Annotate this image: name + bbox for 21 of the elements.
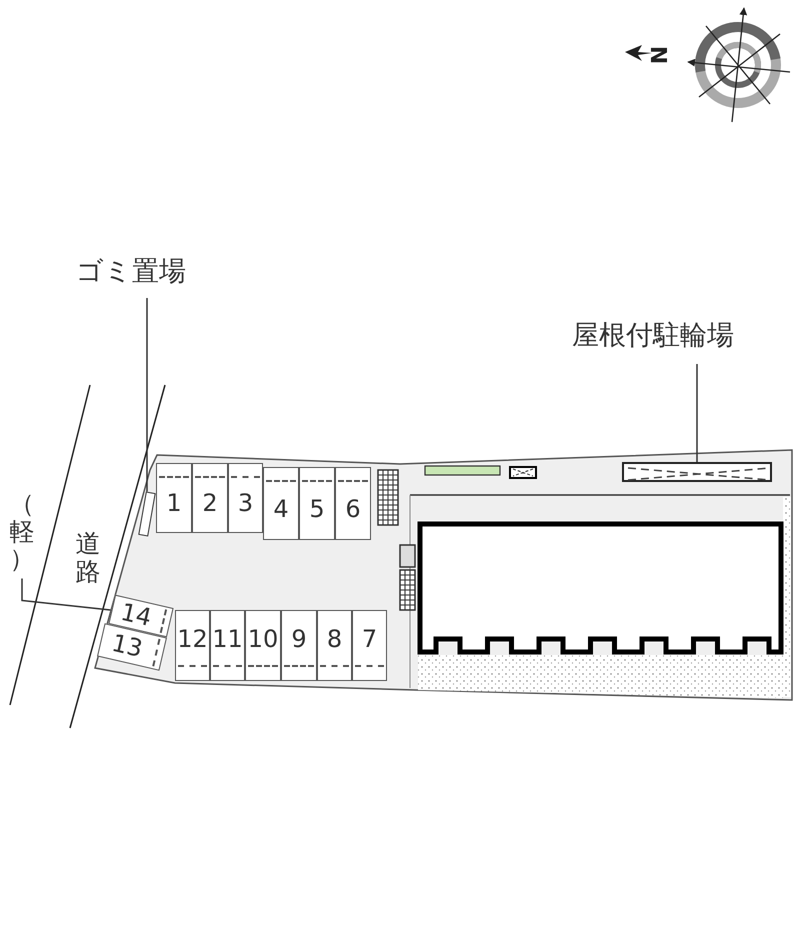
parking-space: 3 [228,463,263,533]
parking-space: 6 [335,467,371,540]
parking-space: 2 [192,463,228,533]
leader-line [696,364,698,462]
parking-space: 9 [281,610,317,681]
parking-space: 7 [352,610,387,681]
callout-label: ゴミ置場 [76,258,216,290]
parking-space: 8 [317,610,352,681]
parking-space: 10 [245,610,281,681]
parking-space: 12 [175,610,210,681]
callout-label: 屋根付駐輪場 [572,322,782,356]
leader-line [21,578,110,611]
parking-space: 11 [210,610,245,681]
road-label: 道路 [74,530,102,585]
callout-label: （軽） [8,490,36,572]
parking-space: 5 [299,467,335,540]
parking-space: 4 [263,467,299,540]
bicycle-shelter-box [622,462,772,482]
parking-space: 1 [156,463,192,533]
north-label: N [650,46,672,64]
leader-line [146,298,148,492]
